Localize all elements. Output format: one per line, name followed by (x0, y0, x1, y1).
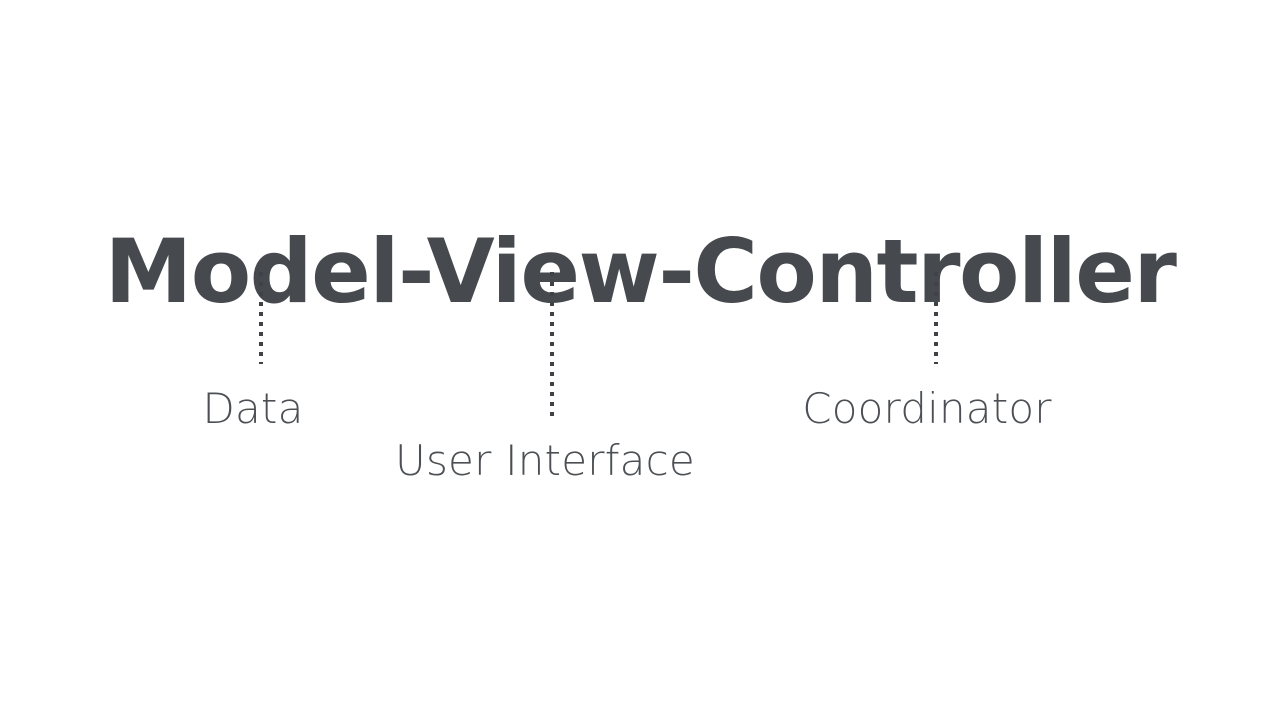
dotted-line-icon-model (259, 272, 263, 364)
page-title: Model-View-Controller (104, 219, 1177, 323)
annotation-label-view: User Interface (395, 436, 695, 485)
dotted-line-icon-controller (934, 272, 938, 364)
dotted-line-icon-view (550, 272, 554, 416)
annotation-label-model: Data (202, 384, 304, 433)
annotation-label-controller: Coordinator (802, 384, 1052, 433)
